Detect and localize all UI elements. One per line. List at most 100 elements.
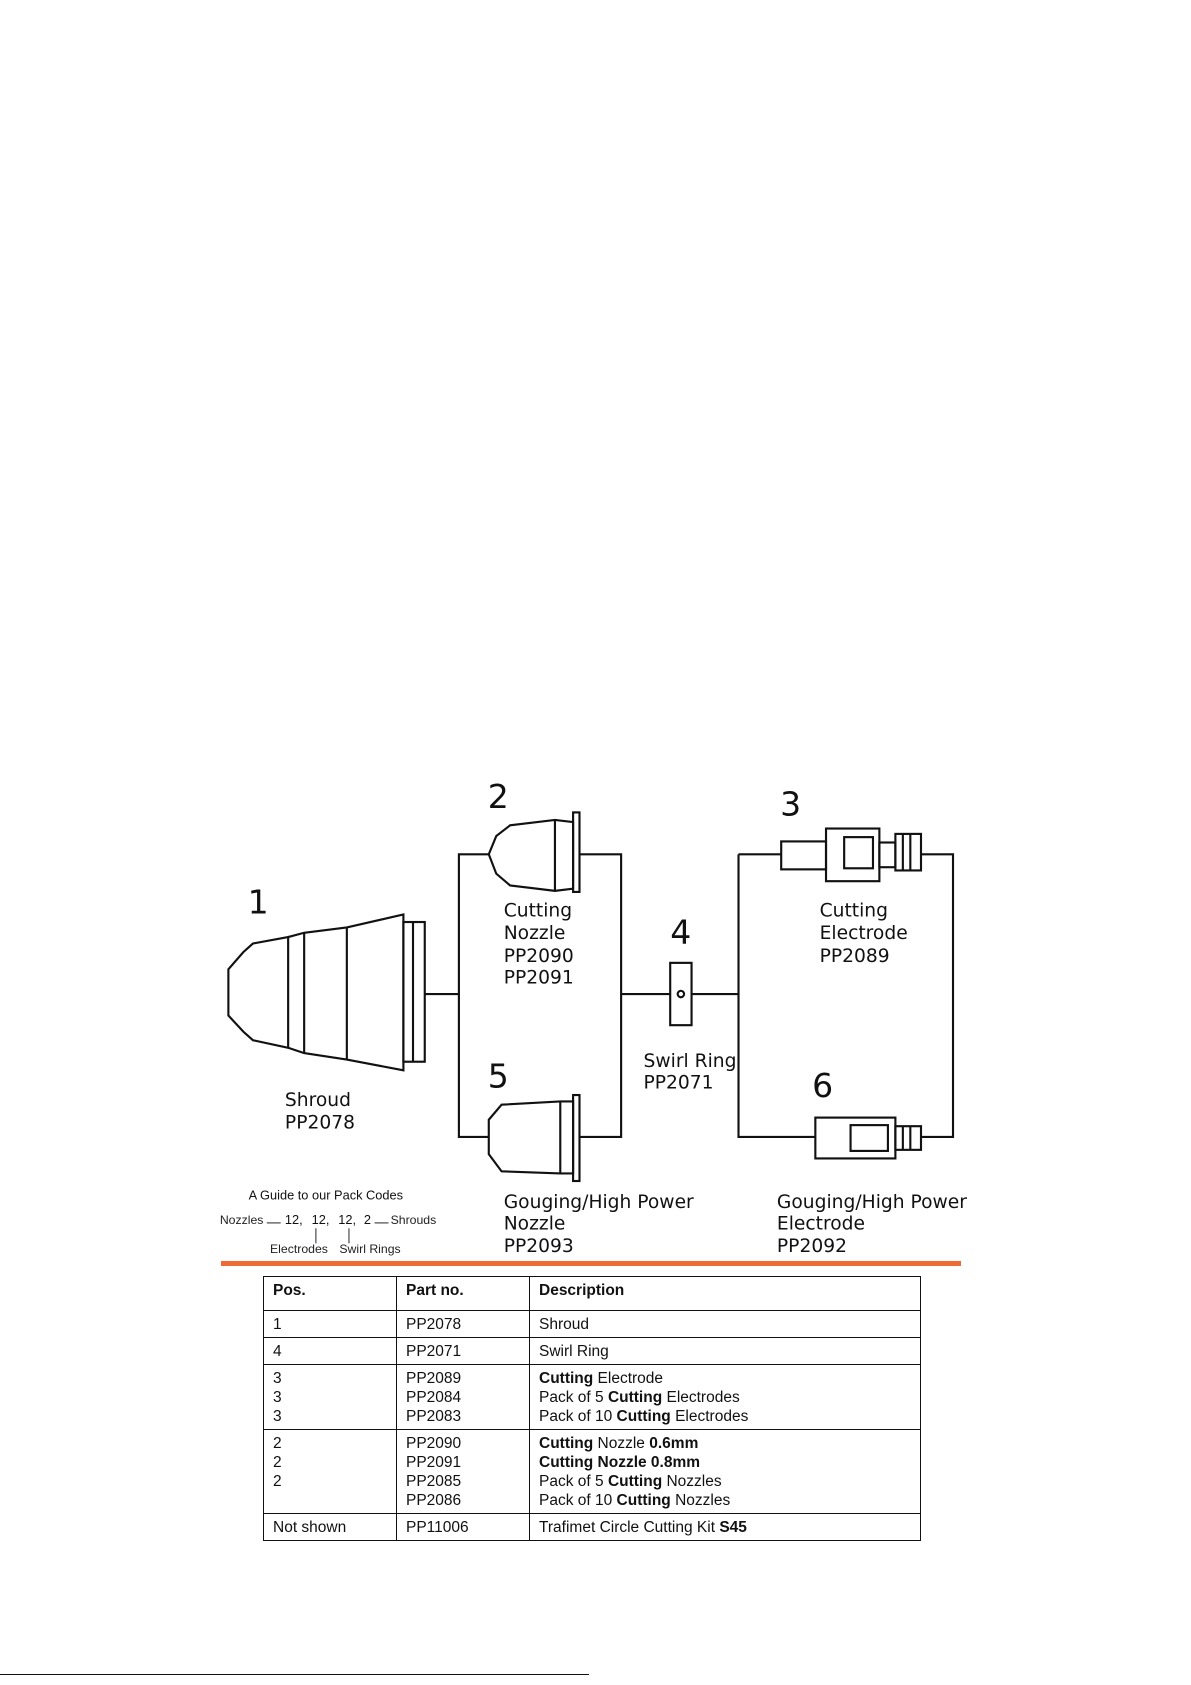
shroud-drawing [227, 913, 426, 1072]
description-line: Pack of 10 Cutting Nozzles [539, 1491, 911, 1510]
text: Electrodes [670, 1408, 749, 1425]
text: Pack of 10 [539, 1408, 617, 1425]
bold-text: Cutting Nozzle 0.8mm [539, 1454, 701, 1471]
table-row: Not shown PP11006 Trafimet Circle Cutting … [263, 1513, 921, 1541]
label-line: Nozzle [504, 1213, 566, 1234]
bold-text: Cutting [616, 1492, 671, 1509]
label-line: Gouging/High Power [504, 1192, 694, 1213]
text: Trafimet Circle Cutting Kit [539, 1519, 720, 1536]
description-line: Swirl Ring [539, 1342, 911, 1361]
footnote-rule [0, 1674, 589, 1675]
pack-guide-n1: 12, [285, 1212, 303, 1227]
description-line: Cutting Electrode [539, 1369, 911, 1388]
description-line: Cutting Nozzle 0.6mm [539, 1434, 911, 1453]
bold-text: 0.6mm [649, 1435, 699, 1452]
column-header: Description [529, 1276, 921, 1311]
cell-line: PP2089 [406, 1370, 462, 1387]
description-line: Shroud [539, 1315, 911, 1334]
column-header: Pos. [263, 1276, 397, 1311]
swirl-ring-drawing [669, 961, 693, 1027]
callout-5: 5 [488, 1056, 509, 1095]
cell-line: 3 [273, 1389, 282, 1406]
pack-code-guide: A Guide to our Pack Codes Nozzles 12, 12… [220, 1187, 436, 1256]
gouging-nozzle-drawing [487, 1093, 581, 1183]
cell-line: 3 [273, 1370, 282, 1387]
bold-text: Cutting [539, 1370, 594, 1387]
label-line: Electrode [820, 923, 908, 944]
cell-line: PP2085 [406, 1473, 462, 1490]
part-code: PP2089 [820, 946, 890, 967]
shroud-label: Shroud PP2078 [285, 1090, 355, 1134]
text: Pack of 5 [539, 1473, 608, 1490]
cutting-nozzle-label: Cutting Nozzle PP2090 PP2091 [504, 901, 574, 989]
cell-line: PP2078 [406, 1316, 462, 1333]
text: Shroud [539, 1316, 589, 1333]
pack-guide-n4: 2 [364, 1212, 371, 1227]
part-code: PP2090 [504, 946, 574, 967]
cell-line: PP2071 [406, 1343, 462, 1360]
position-cell: 1 [263, 1310, 397, 1338]
table-row: 1 PP2078 Shroud [263, 1310, 921, 1338]
shroud-code: PP2078 [285, 1112, 355, 1133]
label-line: Gouging/High Power [777, 1192, 967, 1213]
gouging-electrode-label: Gouging/High Power Electrode PP2092 [777, 1192, 967, 1257]
text: Electrodes [662, 1389, 740, 1406]
pack-guide-nozzles: Nozzles [220, 1213, 264, 1227]
connection-lines [424, 853, 955, 1139]
cell-line: 2 [273, 1454, 282, 1471]
cell-line: 3 [273, 1408, 282, 1425]
callout-3: 3 [780, 785, 801, 824]
cell-line: PP2083 [406, 1408, 462, 1425]
pack-guide-shrouds: Shrouds [391, 1213, 437, 1227]
label-line: Electrode [777, 1213, 865, 1234]
cell-line: 1 [273, 1316, 282, 1333]
text: Pack of 10 [539, 1492, 617, 1509]
callout-1: 1 [248, 882, 269, 921]
label-line: Cutting [820, 901, 888, 922]
part-number-cell: PP11006 [396, 1513, 530, 1541]
part-code: PP2071 [644, 1073, 714, 1094]
description-cell: Swirl Ring [529, 1337, 921, 1365]
cutting-electrode-drawing [780, 827, 923, 883]
description-cell: Trafimet Circle Cutting Kit S45 [529, 1513, 921, 1541]
description-cell: Shroud [529, 1310, 921, 1338]
cell-line: PP2091 [406, 1454, 462, 1471]
part-code: PP2093 [504, 1236, 574, 1257]
pack-guide-swirl-rings: Swirl Rings [339, 1242, 400, 1256]
pack-guide-electrodes: Electrodes [270, 1242, 328, 1256]
label-line: Cutting [504, 901, 572, 922]
shroud-name: Shroud [285, 1090, 351, 1111]
part-code: PP2091 [504, 967, 574, 988]
bold-text: S45 [719, 1519, 747, 1536]
bold-text: Cutting [539, 1435, 594, 1452]
text: Pack of 5 [539, 1389, 608, 1406]
text: Nozzle [593, 1435, 650, 1452]
part-number-cell: PP2078 [396, 1310, 530, 1338]
position-cell: 4 [263, 1337, 397, 1365]
cell-line: PP11006 [406, 1519, 469, 1536]
text: Electrode [593, 1370, 664, 1387]
table-row: 4 PP2071 Swirl Ring [263, 1337, 921, 1365]
callout-2: 2 [488, 777, 509, 816]
text: Swirl Ring [539, 1343, 609, 1360]
cell-line: 2 [273, 1435, 282, 1452]
position-cell: Not shown [263, 1513, 397, 1541]
description-line: Pack of 10 Cutting Electrodes [539, 1407, 911, 1426]
table-header-row: Pos. Part no. Description [263, 1276, 921, 1311]
bold-text: Cutting [616, 1408, 671, 1425]
cell-line: PP2084 [406, 1389, 462, 1406]
position-cell: 3 3 3 [263, 1364, 397, 1430]
part-number-cell: PP2071 [396, 1337, 530, 1365]
cell-line: 4 [273, 1343, 282, 1360]
pack-guide-title: A Guide to our Pack Codes [249, 1187, 403, 1202]
cutting-nozzle-drawing [487, 811, 581, 894]
gouging-nozzle-label: Gouging/High Power Nozzle PP2093 [504, 1192, 694, 1257]
part-code: PP2092 [777, 1236, 847, 1257]
